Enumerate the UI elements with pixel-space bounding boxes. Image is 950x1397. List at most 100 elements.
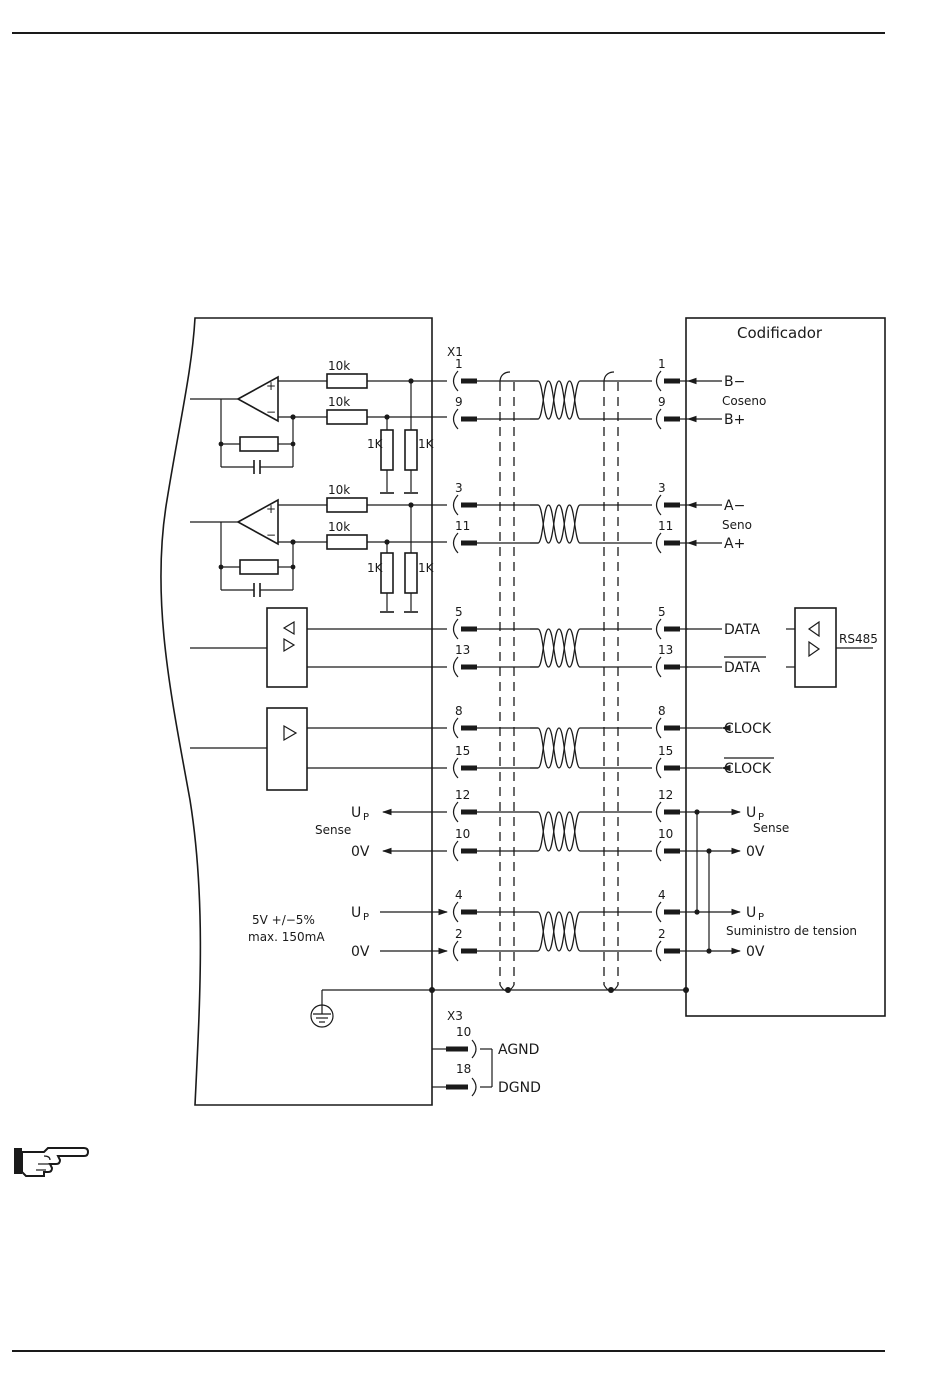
pin-number: 11 — [455, 519, 470, 533]
x3-connector: X3 10 18 AGND DGND — [432, 1009, 541, 1096]
connector-pin-ov-sense: 10 — [657, 827, 681, 861]
svg-text:X3: X3 — [447, 1009, 463, 1023]
cosine-channel: + − 10k 10k 1K 1K — [190, 359, 447, 493]
svg-text:CLOCK: CLOCK — [724, 721, 772, 737]
svg-text:P: P — [758, 912, 764, 923]
svg-text:DATA: DATA — [724, 660, 760, 676]
connector-pin-data-bar: 13 — [454, 643, 478, 677]
svg-text:B+: B+ — [724, 412, 745, 428]
connector-pin-data: 5 — [454, 605, 478, 639]
svg-text:U: U — [746, 805, 756, 821]
pin-number: 4 — [455, 888, 463, 902]
twisted-pair-symbol — [530, 910, 580, 953]
connector-pin-up-sense: 12 — [657, 788, 681, 822]
resistor-10k — [327, 498, 367, 512]
svg-text:Sense: Sense — [315, 823, 351, 837]
line-driver-icon — [267, 608, 307, 687]
svg-text:AGND: AGND — [498, 1042, 539, 1058]
ground-bus — [311, 987, 689, 1027]
connector-pin-clock-bar: 15 — [454, 744, 478, 778]
resistor-10k — [327, 374, 367, 388]
svg-text:A−: A− — [724, 498, 745, 514]
pin-number: 12 — [455, 788, 470, 802]
pin-number: 8 — [455, 704, 463, 718]
twisted-pair-symbol — [530, 379, 580, 421]
pin-number: 10 — [455, 827, 470, 841]
svg-text:−: − — [266, 528, 276, 542]
pin-number: 2 — [658, 927, 666, 941]
connector-pin-clock: 8 — [454, 704, 478, 738]
sine-channel: + − 10k 10k 1K 1K — [190, 483, 447, 612]
connector-pin-a-plus: 11 — [657, 519, 681, 553]
pin-number: 9 — [455, 395, 463, 409]
svg-text:10k: 10k — [328, 520, 350, 534]
svg-text:+: + — [266, 502, 276, 516]
data-transceiver — [190, 608, 447, 687]
pin-number: 2 — [455, 927, 463, 941]
resistor-10k — [327, 535, 367, 549]
connector-pin-b-minus: 1 — [657, 357, 681, 391]
connector-pin-a-minus: 3 — [657, 481, 681, 515]
line-driver-icon — [267, 708, 307, 790]
line-driver-icon — [795, 608, 836, 687]
connector-pin-b-plus: 9 — [454, 395, 478, 429]
pin-number: 15 — [455, 744, 470, 758]
svg-text:1K: 1K — [418, 561, 435, 575]
pointing-hand-icon — [14, 1148, 88, 1176]
svg-text:−: − — [266, 405, 276, 419]
svg-text:U: U — [746, 905, 756, 921]
encoder-connector-pins: 1 9 3 11 5 13 8 15 12 10 4 2 — [657, 357, 689, 961]
connector-pin-ov-supply: 2 — [454, 927, 478, 961]
resistor-10k — [327, 410, 367, 424]
connector-pin-data-bar: 13 — [657, 643, 681, 677]
svg-text:1K: 1K — [367, 561, 384, 575]
pin-number: 5 — [455, 605, 463, 619]
pin-number: 3 — [658, 481, 666, 495]
connector-pin-clock: 8 — [657, 704, 681, 738]
controller-supply: U P Sense 0V 5V +/−5% max. 150mA U P 0V — [248, 805, 447, 960]
twisted-pair-symbol — [530, 810, 580, 853]
svg-text:1K: 1K — [418, 437, 435, 451]
pin-number: 3 — [455, 481, 463, 495]
connector-pin-b-minus: 1 — [454, 357, 478, 391]
connector-pin-b-plus: 9 — [657, 395, 681, 429]
pin-number: 10 — [658, 827, 673, 841]
twisted-pairs — [530, 379, 580, 953]
svg-text:DGND: DGND — [498, 1080, 541, 1096]
encoder-signals: B− Coseno B+ A− Seno A+ DATA DATA RS485 … — [686, 374, 878, 960]
svg-text:P: P — [363, 912, 369, 923]
pin-number: 4 — [658, 888, 666, 902]
connector-pin-up-sense: 12 — [454, 788, 478, 822]
svg-text:DATA: DATA — [724, 622, 760, 638]
pin-number: 15 — [658, 744, 673, 758]
svg-text:Sense: Sense — [753, 821, 789, 835]
pin-number: 1 — [658, 357, 666, 371]
svg-text:U: U — [351, 805, 361, 821]
svg-text:18: 18 — [456, 1062, 471, 1076]
svg-text:Seno: Seno — [722, 518, 752, 532]
svg-text:CLOCK: CLOCK — [724, 761, 772, 777]
svg-text:10k: 10k — [328, 359, 350, 373]
resistor-1k — [405, 553, 417, 593]
svg-text:A+: A+ — [724, 536, 745, 552]
connector-pin-up-supply: 4 — [454, 888, 478, 922]
svg-text:10: 10 — [456, 1025, 471, 1039]
pin-number: 5 — [658, 605, 666, 619]
connector-pin-a-minus: 3 — [454, 481, 478, 515]
connector-pin-a-plus: 11 — [454, 519, 478, 553]
svg-text:U: U — [351, 905, 361, 921]
clock-transceiver — [190, 708, 447, 790]
connector-pin-ov-sense: 10 — [454, 827, 478, 861]
svg-text:0V: 0V — [746, 844, 765, 860]
encoder-title: Codificador — [737, 324, 823, 342]
pin-number: 8 — [658, 704, 666, 718]
resistor-1k — [381, 553, 393, 593]
pin-number: 13 — [455, 643, 470, 657]
svg-text:Coseno: Coseno — [722, 394, 766, 408]
svg-text:B−: B− — [724, 374, 745, 390]
svg-text:10k: 10k — [328, 483, 350, 497]
rs485-label: RS485 — [839, 632, 878, 646]
resistor-1k — [381, 430, 393, 470]
connector-pin-clock-bar: 15 — [657, 744, 681, 778]
